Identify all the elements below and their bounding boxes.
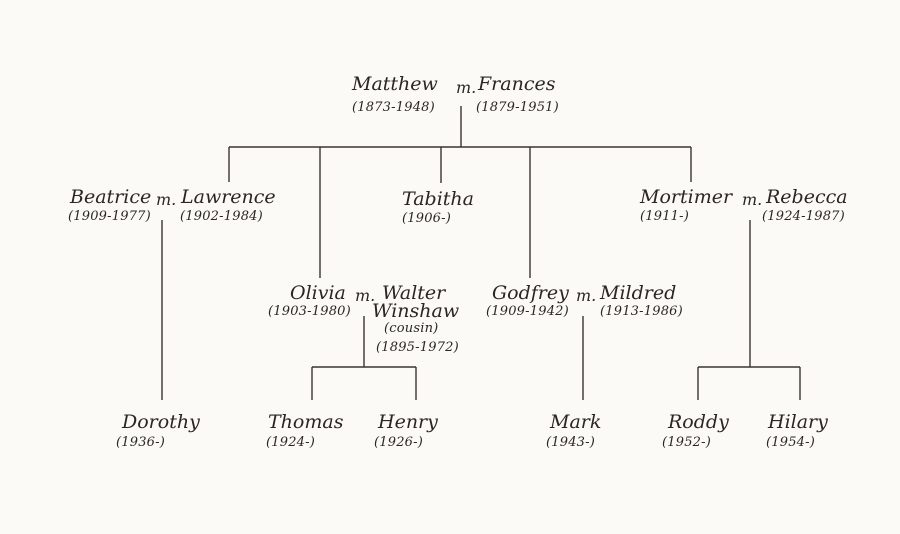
rebecca-name: Rebecca — [766, 186, 848, 208]
lawrence-dates: (1902-1984) — [180, 209, 263, 224]
olivia-name: Olivia — [290, 282, 346, 304]
rebecca-dates: (1924-1987) — [762, 209, 845, 224]
beatrice-name: Beatrice — [70, 186, 152, 208]
godfrey-dates: (1909-1942) — [486, 304, 569, 319]
matthew-dates: (1873-1948) — [352, 100, 435, 115]
marriage-marker: m. — [156, 190, 177, 209]
frances-dates: (1879-1951) — [476, 100, 559, 115]
dorothy-name: Dorothy — [122, 411, 200, 433]
lawrence-name: Lawrence — [181, 186, 276, 208]
hilary-dates: (1954-) — [766, 435, 816, 450]
roddy-name: Roddy — [668, 411, 729, 433]
dorothy-dates: (1936-) — [116, 435, 166, 450]
roddy-dates: (1952-) — [662, 435, 712, 450]
marriage-marker: m. — [576, 286, 597, 305]
mildred-name: Mildred — [600, 282, 677, 304]
walter-name: Walter — [382, 282, 446, 304]
thomas-name: Thomas — [268, 411, 344, 433]
thomas-dates: (1924-) — [266, 435, 316, 450]
mortimer-dates: (1911-) — [640, 209, 690, 224]
mildred-dates: (1913-1986) — [600, 304, 683, 319]
marriage-marker: m. — [742, 190, 763, 209]
mark-name: Mark — [550, 411, 602, 433]
beatrice-dates: (1909-1977) — [68, 209, 151, 224]
henry-name: Henry — [378, 411, 438, 433]
mortimer-name: Mortimer — [640, 186, 733, 208]
mark-dates: (1943-) — [546, 435, 596, 450]
walter-dates: (1895-1972) — [376, 340, 459, 355]
hilary-name: Hilary — [768, 411, 828, 433]
matthew-name: Matthew — [352, 73, 438, 95]
frances-name: Frances — [478, 73, 556, 95]
tabitha-dates: (1906-) — [402, 211, 452, 226]
tabitha-name: Tabitha — [402, 188, 474, 210]
walter-relation: (cousin) — [384, 321, 439, 336]
henry-dates: (1926-) — [374, 435, 424, 450]
olivia-dates: (1903-1980) — [268, 304, 351, 319]
walter-surname: Winshaw — [372, 300, 460, 322]
godfrey-name: Godfrey — [492, 282, 569, 304]
marriage-marker: m. — [456, 78, 477, 97]
marriage-marker: m. — [355, 286, 376, 305]
